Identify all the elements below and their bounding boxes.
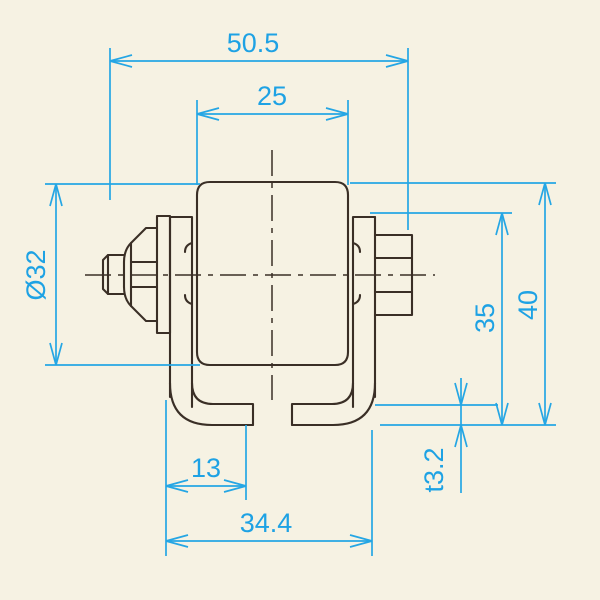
arrow-left-34 — [165, 534, 189, 548]
arrow-left-13 — [165, 479, 189, 493]
dimension-label-t3-2: t3.2 — [419, 447, 449, 492]
dimension-foot-length: 13 — [165, 400, 247, 556]
dimension-label-40: 40 — [513, 290, 543, 320]
arrow-top-d32 — [49, 183, 63, 207]
arrow-bottom-t32 — [454, 424, 468, 448]
arrow-bottom-35 — [495, 402, 509, 426]
bracket-left-chamfer-bottom — [183, 293, 194, 306]
arrow-top-t32 — [454, 382, 468, 406]
roller-body-outline — [195, 180, 350, 367]
bracket-bottom-outer-right — [290, 381, 377, 427]
dimension-overall-height: 40 — [350, 182, 556, 426]
dimension-label-50-5: 50.5 — [227, 28, 280, 58]
bolt-flange-plate — [155, 214, 172, 335]
part-geometry — [85, 150, 435, 427]
bracket-bottom-inner-left — [190, 381, 255, 427]
arrow-left-25 — [196, 107, 220, 121]
bracket-right-arm — [351, 215, 377, 409]
arrow-bottom-40 — [538, 402, 552, 426]
arrow-right-50 — [385, 54, 409, 68]
dimension-label-25: 25 — [257, 81, 287, 111]
arrow-right-34 — [349, 534, 373, 548]
dimension-bracket-height: 35 — [370, 212, 512, 426]
dimension-label-diameter-32: Ø32 — [21, 249, 51, 300]
dimension-roller-diameter: Ø32 — [21, 183, 200, 366]
bracket-right-chamfer-bottom — [351, 293, 362, 306]
dimension-plate-thickness: t3.2 — [375, 378, 498, 493]
arrow-bottom-d32 — [49, 342, 63, 366]
dimension-roller-width: 25 — [196, 81, 349, 185]
bracket-right-chamfer-top — [351, 241, 362, 254]
bracket-bottom-inner-right — [290, 381, 355, 427]
bolt-head-chamfer-arc-bottom — [122, 285, 133, 308]
bracket-bottom-outer-left — [168, 381, 255, 427]
bolt-head-chamfer-arc-top — [122, 241, 133, 264]
dimension-bracket-width: 34.4 — [165, 430, 373, 556]
bracket-left-arm — [168, 215, 194, 409]
dimension-label-13: 13 — [191, 453, 221, 483]
dimension-label-34-4: 34.4 — [240, 508, 293, 538]
arrow-right-13 — [223, 479, 247, 493]
arrow-top-40 — [538, 182, 552, 206]
arrow-right-25 — [325, 107, 349, 121]
dimension-overall-width: 50.5 — [109, 28, 409, 230]
arrow-left-50 — [109, 54, 133, 68]
dimension-label-35: 35 — [470, 303, 500, 333]
arrow-top-35 — [495, 212, 509, 236]
bracket-left-chamfer-top — [183, 241, 194, 254]
